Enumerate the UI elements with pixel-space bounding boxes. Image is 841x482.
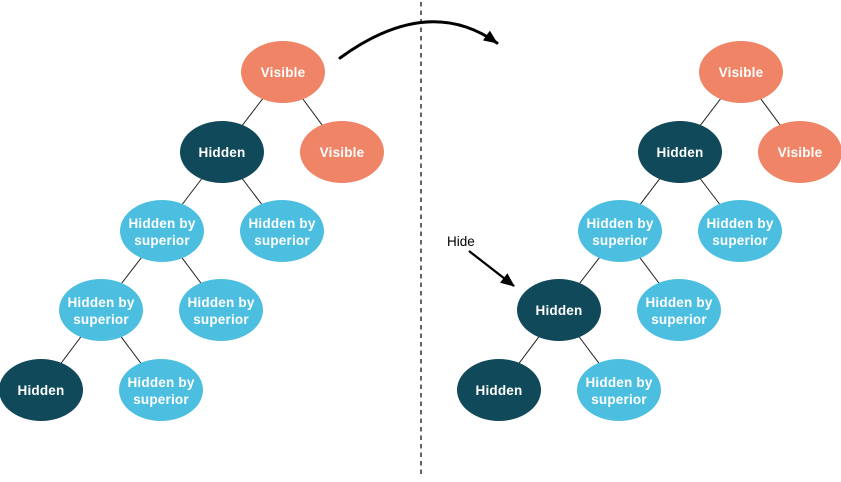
node-ellipse: [180, 121, 264, 183]
node-ellipse: [0, 359, 83, 421]
node-label-line2: superior: [651, 312, 707, 327]
tree-node-hidden-by-superior: Hidden by superior: [59, 279, 143, 341]
node-label: Visible: [261, 65, 306, 80]
tree-node-visible: Visible: [241, 41, 325, 103]
node-ellipse: [119, 359, 203, 421]
node-ellipse: [578, 200, 662, 262]
node-ellipse: [699, 41, 783, 103]
node-label-line2: superior: [134, 233, 190, 248]
tree-node-hidden: Hidden: [638, 121, 722, 183]
node-ellipse: [758, 121, 841, 183]
node-ellipse: [240, 200, 324, 262]
tree-node-visible: Visible: [699, 41, 783, 103]
node-label-line2: superior: [133, 392, 189, 407]
tree-after: Visible Hidden Visible Hidden by superio…: [457, 41, 841, 421]
tree-node-visible: Visible: [300, 121, 384, 183]
node-label-line2: superior: [73, 312, 129, 327]
node-ellipse: [638, 121, 722, 183]
node-ellipse: [59, 279, 143, 341]
node-label-line2: superior: [712, 233, 768, 248]
node-label: Visible: [719, 65, 764, 80]
node-ellipse: [300, 121, 384, 183]
node-label-line2: superior: [591, 392, 647, 407]
node-label-line1: Hidden by: [187, 295, 254, 310]
node-label: Hidden: [657, 145, 704, 160]
node-label: Visible: [320, 145, 365, 160]
tree-node-visible: Visible: [758, 121, 841, 183]
tree-before: Visible Hidden Visible Hidden by superio…: [0, 41, 384, 421]
node-ellipse: [577, 359, 661, 421]
tree-node-hidden-by-superior: Hidden by superior: [637, 279, 721, 341]
node-label-line1: Hidden by: [645, 295, 712, 310]
node-label-line1: Hidden by: [67, 295, 134, 310]
node-ellipse: [179, 279, 263, 341]
node-ellipse: [457, 359, 541, 421]
node-ellipse: [120, 200, 204, 262]
hide-annotation: Hide: [447, 234, 515, 287]
node-ellipse: [517, 279, 601, 341]
node-label-line1: Hidden by: [248, 216, 315, 231]
tree-node-hidden-by-superior: Hidden by superior: [120, 200, 204, 262]
transform-arrow: [338, 20, 499, 60]
node-label-line1: Hidden by: [585, 375, 652, 390]
node-label-line1: Hidden by: [586, 216, 653, 231]
node-label-line2: superior: [254, 233, 310, 248]
tree-node-hidden-by-superior: Hidden by superior: [179, 279, 263, 341]
node-label: Hidden: [536, 303, 583, 318]
node-label-line2: superior: [592, 233, 648, 248]
tree-node-hidden-by-superior: Hidden by superior: [119, 359, 203, 421]
tree-node-hidden: Hidden: [457, 359, 541, 421]
tree-node-hidden-by-superior: Hidden by superior: [698, 200, 782, 262]
tree-node-hidden: Hidden: [180, 121, 264, 183]
node-ellipse: [698, 200, 782, 262]
node-ellipse: [637, 279, 721, 341]
node-label: Hidden: [199, 145, 246, 160]
node-label-line1: Hidden by: [128, 216, 195, 231]
tree-node-hidden-target: Hidden: [517, 279, 601, 341]
hide-annotation-label: Hide: [447, 234, 475, 249]
tree-node-hidden-by-superior: Hidden by superior: [578, 200, 662, 262]
hide-arrow: [468, 250, 515, 287]
tree-node-hidden-by-superior: Hidden by superior: [577, 359, 661, 421]
node-label-line1: Hidden by: [127, 375, 194, 390]
node-label-line2: superior: [193, 312, 249, 327]
node-ellipse: [241, 41, 325, 103]
node-label: Visible: [778, 145, 823, 160]
node-label-line1: Hidden by: [706, 216, 773, 231]
node-label: Hidden: [476, 383, 523, 398]
tree-node-hidden-by-superior: Hidden by superior: [240, 200, 324, 262]
tree-node-hidden: Hidden: [0, 359, 83, 421]
node-label: Hidden: [18, 383, 65, 398]
